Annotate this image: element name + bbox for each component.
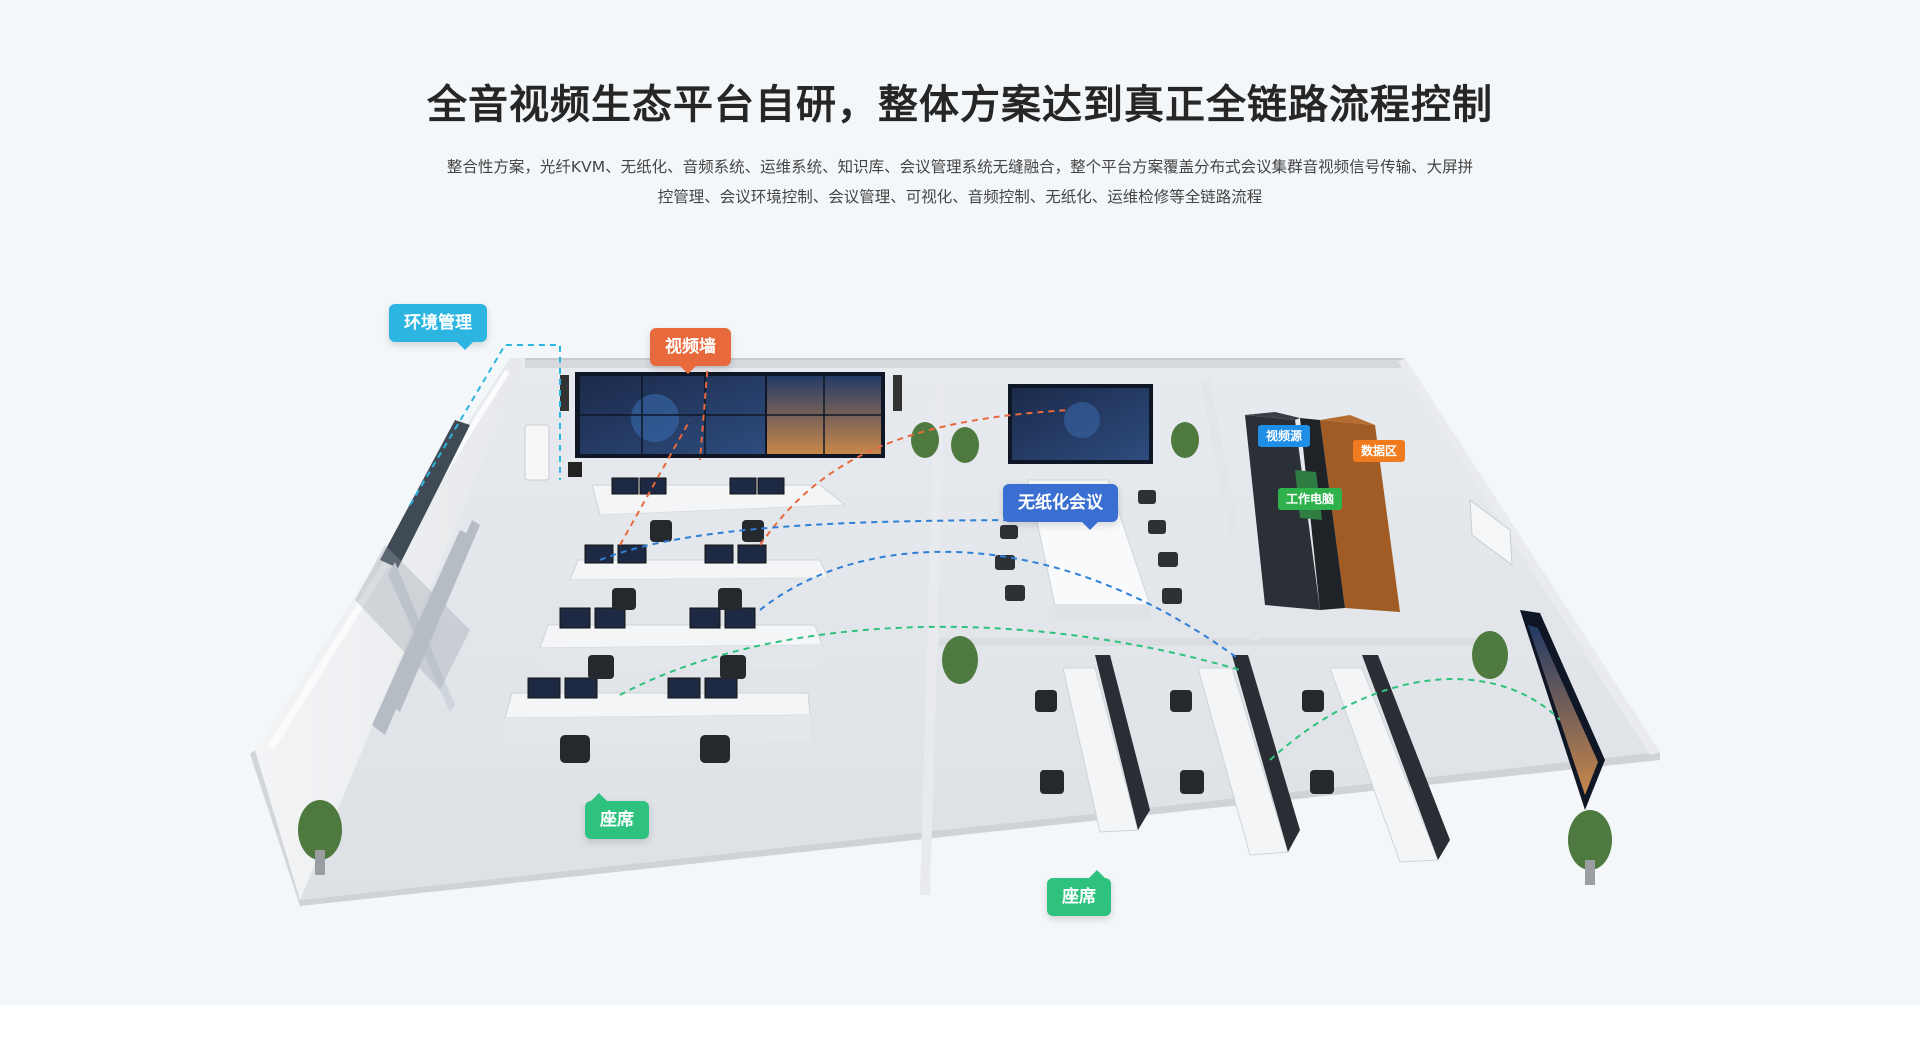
video-wall-tag: 视频墙 xyxy=(650,328,731,374)
operator-desks xyxy=(504,477,847,763)
seat-label-left: 座席 xyxy=(600,810,634,830)
video-wall-label: 视频墙 xyxy=(665,337,716,357)
air-purifier xyxy=(524,424,582,481)
seat-tag-right: 座席 xyxy=(1047,870,1111,916)
seat-tag-left: 座席 xyxy=(585,793,649,839)
video-source-tag: 视频源 xyxy=(1258,425,1311,447)
plants xyxy=(298,422,1612,885)
work-pc-tag: 工作电脑 xyxy=(1278,488,1343,510)
subtitle-line-1: 整合性方案，光纤KVM、无纸化、音频系统、运维系统、知识库、会议管理系统无缝融合… xyxy=(446,158,1474,176)
subtitle-line-2: 控管理、会议环境控制、会议管理、可视化、音频控制、无纸化、运维检修等全链路流程 xyxy=(657,188,1263,206)
meeting-screen xyxy=(1008,384,1153,464)
env-management-label: 环境管理 xyxy=(404,313,472,333)
paperless-meeting-tag: 无纸化会议 xyxy=(1003,484,1118,530)
back-wall xyxy=(525,358,1405,368)
video-wall xyxy=(560,372,902,458)
air-conditioner xyxy=(1469,498,1513,567)
page-title: 全音视频生态平台自研，整体方案达到真正全链路流程控制 xyxy=(427,82,1493,128)
seat-label-right: 座席 xyxy=(1062,887,1096,907)
paperless-meeting-label: 无纸化会议 xyxy=(1018,493,1103,513)
page-subtitle: 整合性方案，光纤KVM、无纸化、音频系统、运维系统、知识库、会议管理系统无缝融合… xyxy=(420,152,1500,212)
env-management-tag: 环境管理 xyxy=(389,304,487,350)
data-zone-tag: 数据区 xyxy=(1353,440,1406,462)
side-wall-screen xyxy=(1520,610,1605,810)
workstation-rows xyxy=(1035,655,1450,863)
windows xyxy=(355,420,480,735)
work-pc-label: 工作电脑 xyxy=(1286,492,1335,506)
video-source-label: 视频源 xyxy=(1266,429,1303,443)
data-zone-label: 数据区 xyxy=(1361,444,1398,458)
right-wall xyxy=(1398,358,1660,755)
